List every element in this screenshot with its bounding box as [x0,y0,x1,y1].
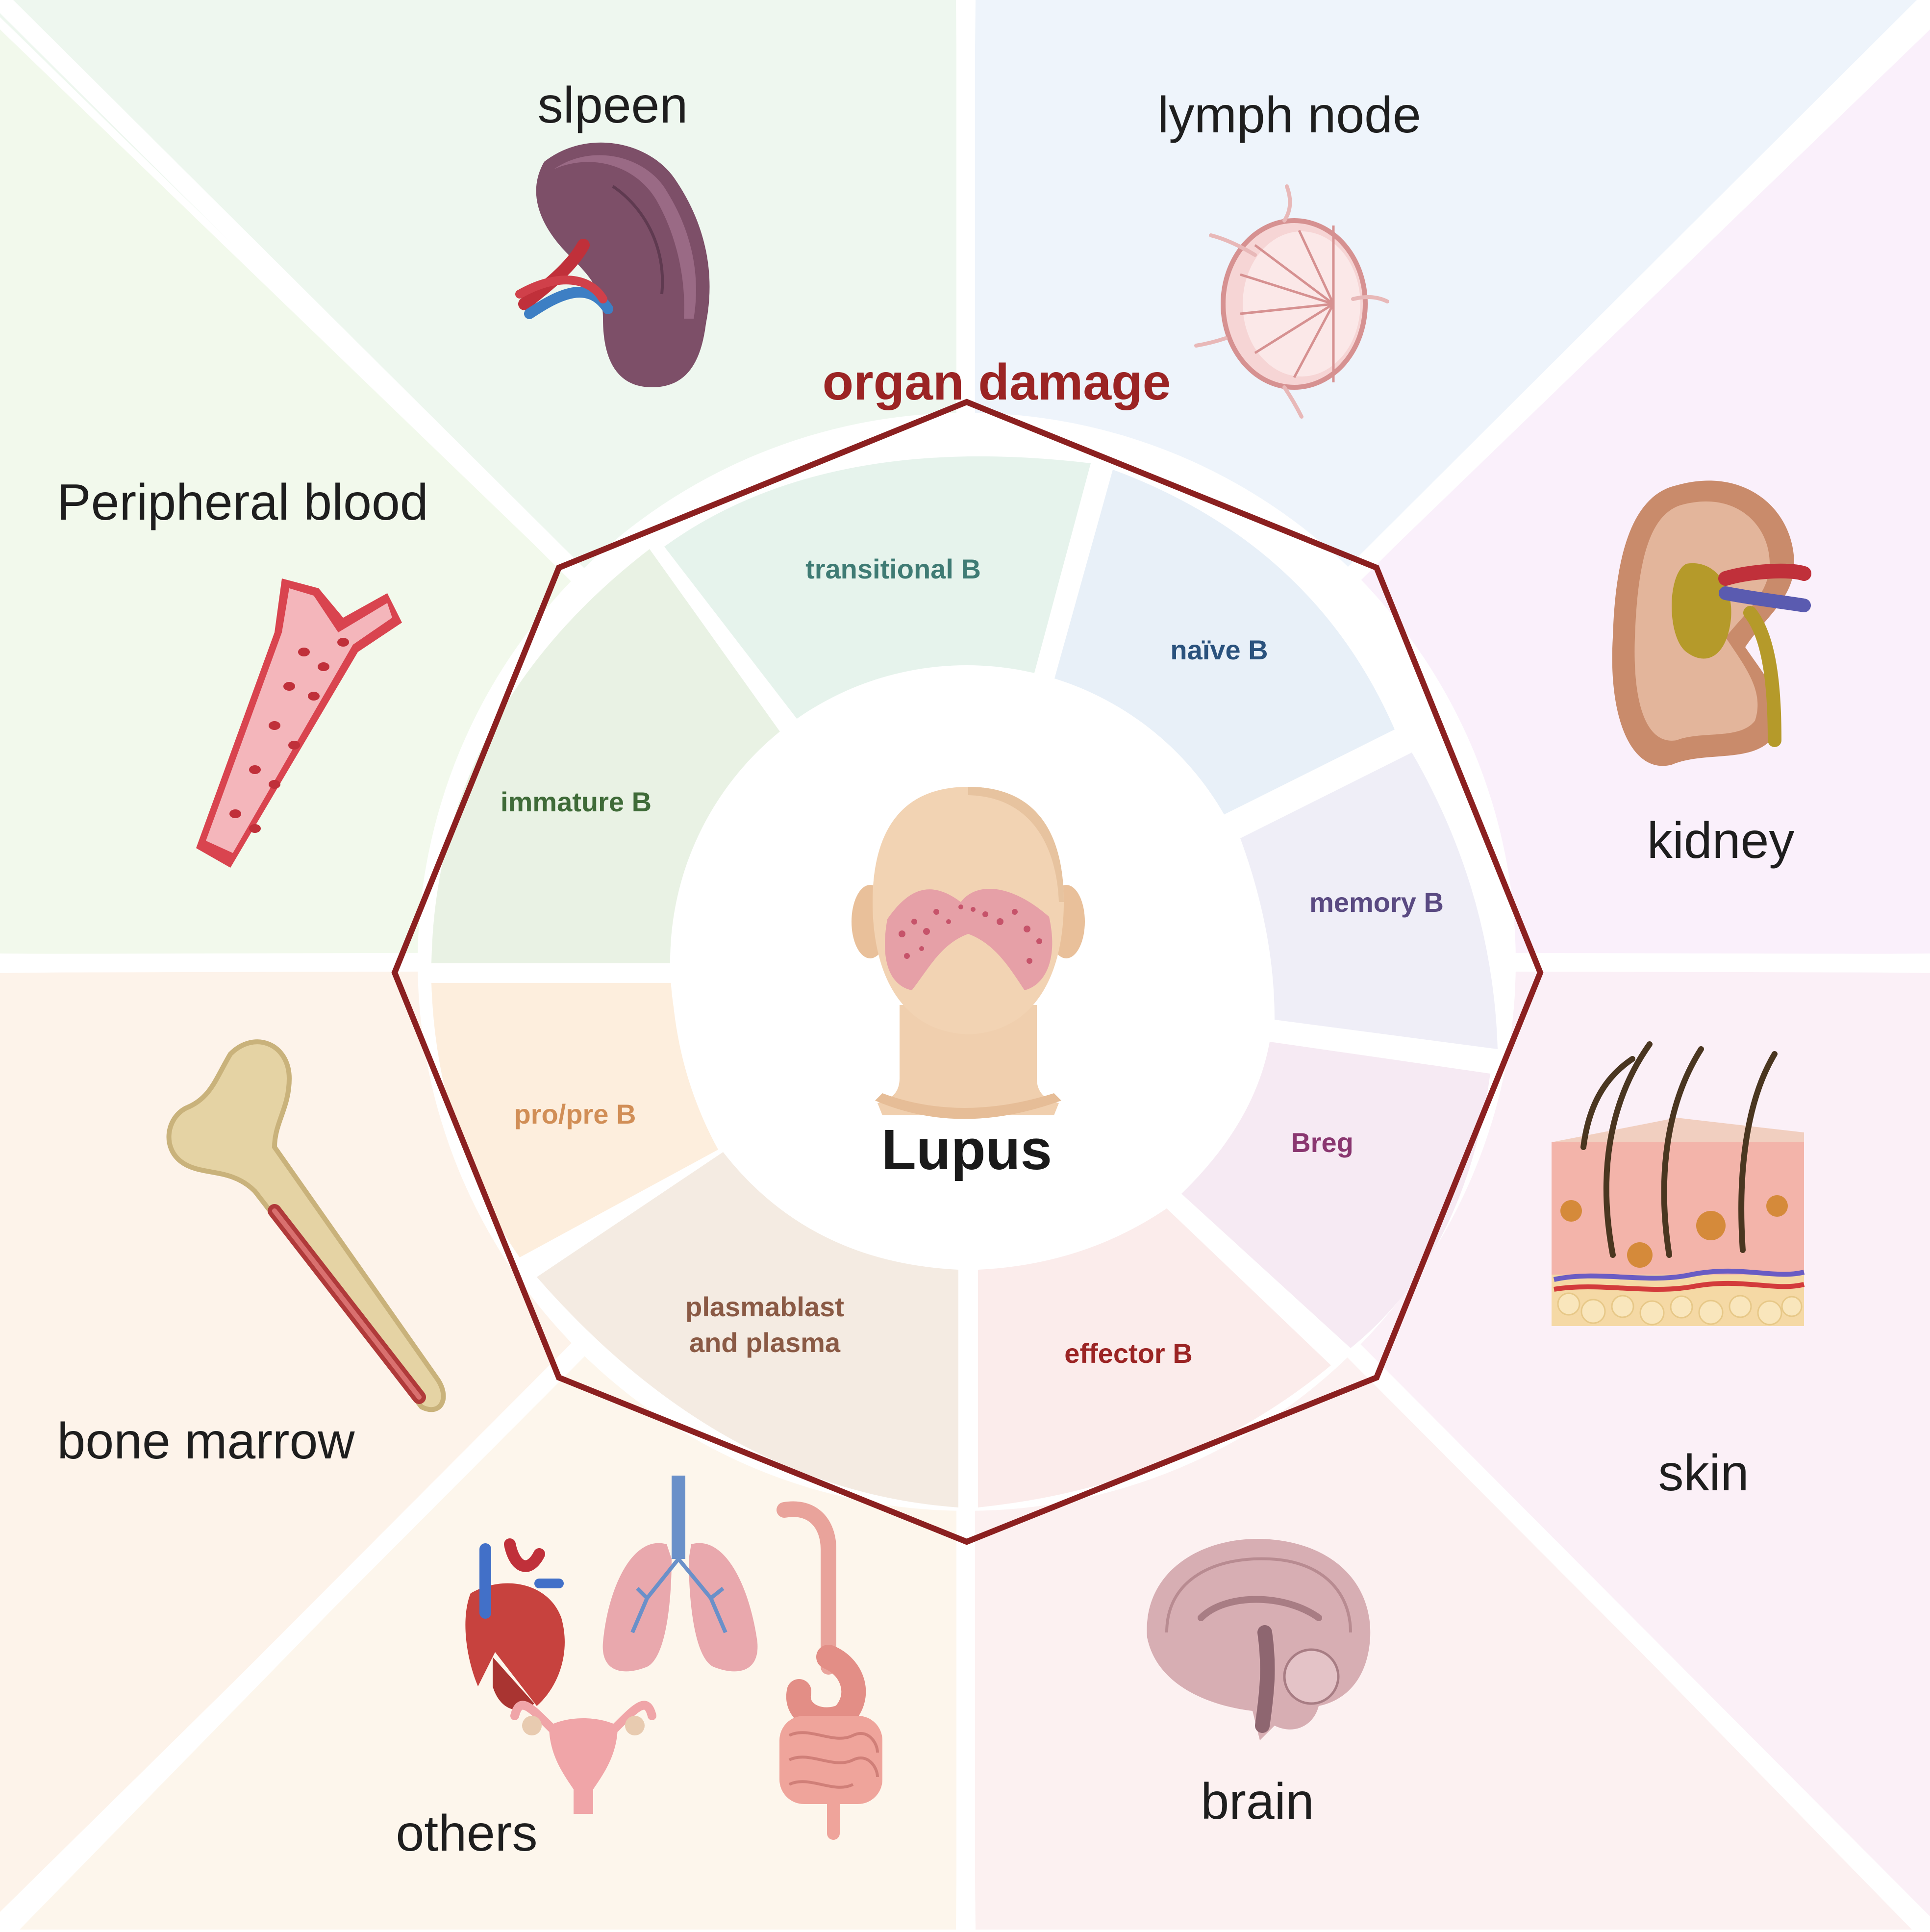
label-effector-b: effector B [1064,1338,1192,1369]
label-plasmablast-line1: plasmablast [685,1291,844,1322]
label-bone-marrow: bone marrow [57,1413,355,1470]
heart-icon [465,1538,565,1710]
title-organ-damage: organ damage [823,354,1171,411]
label-transitional-b: transitional B [805,553,981,584]
label-plasmablast-line2: and plasma [689,1327,841,1358]
label-others: others [396,1805,537,1862]
label-memory-b: memory B [1309,887,1444,918]
lungs-icon [602,1476,758,1672]
label-breg: Breg [1291,1127,1354,1158]
lupus-face-icon [852,787,1085,1119]
lymph-node-icon [1194,184,1389,419]
bone-marrow-icon [166,1039,446,1412]
center-label-lupus: Lupus [881,1118,1052,1181]
segment-plasmablast [537,1152,958,1507]
label-naive-b: naïve B [1170,634,1268,665]
organ-damage-octagon [391,399,1544,1545]
skin-icon [1552,1041,1805,1326]
label-pro-pre-b: pro/pre B [514,1099,636,1129]
label-immature-b: immature B [501,786,652,817]
label-skin: skin [1658,1445,1749,1502]
segment-memory-b [1240,753,1498,1049]
label-peripheral-blood: Peripheral blood [57,474,428,531]
label-spleen: slpeen [538,77,688,134]
segment-effector-b [978,1208,1331,1507]
label-brain: brain [1201,1773,1314,1830]
uterus-icon [510,1701,656,1814]
brain-icon [1147,1539,1371,1740]
spleen-icon [515,142,710,387]
digestive-tract-icon [777,1501,882,1840]
label-kidney: kidney [1647,812,1795,869]
segment-naive-b [1053,470,1395,816]
label-lymph-node: lymph node [1157,87,1421,144]
blood-vessel-icon [196,578,402,868]
kidney-icon [1612,480,1811,766]
b-cell-ring [431,456,1498,1507]
segment-pro-pre-b [431,983,718,1257]
segment-transitional-b [664,456,1091,728]
segment-breg [1181,1042,1490,1348]
